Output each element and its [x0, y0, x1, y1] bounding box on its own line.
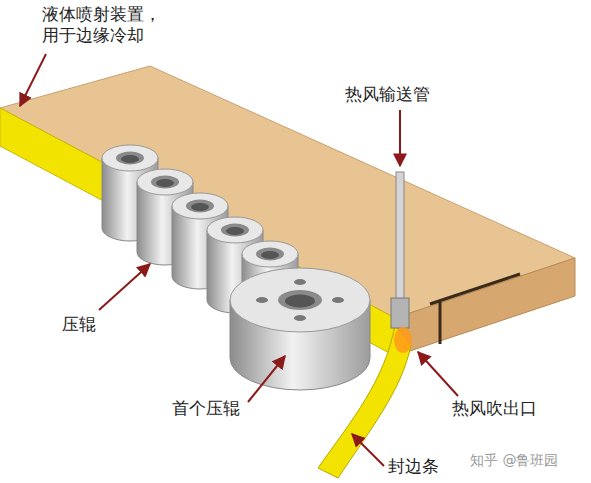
part-label: 热风输送管	[345, 84, 430, 105]
leader-arrow	[352, 434, 384, 466]
part-label: 液体喷射装置， 用于边缘冷却	[42, 4, 171, 47]
first-pressure-roller	[230, 268, 370, 390]
leader-arrow	[418, 352, 458, 396]
hot-air-glow	[394, 327, 412, 353]
watermark: 知乎 @鲁班园	[470, 452, 558, 470]
leader-arrow	[99, 264, 150, 310]
hot-air-pipe	[396, 172, 404, 300]
leader-arrow	[20, 54, 46, 106]
leader-arrow	[248, 356, 285, 402]
part-label: 压辊	[62, 314, 96, 335]
part-label: 封边条	[388, 456, 439, 477]
leader-arrow	[399, 110, 401, 166]
board-end	[395, 258, 575, 356]
part-label: 热风吹出口	[452, 398, 537, 419]
part-label: 首个压辊	[172, 398, 240, 419]
edge-band-applied	[0, 108, 395, 356]
board-groove	[439, 302, 442, 344]
hot-air-nozzle	[391, 298, 409, 328]
board-groove	[430, 274, 520, 304]
